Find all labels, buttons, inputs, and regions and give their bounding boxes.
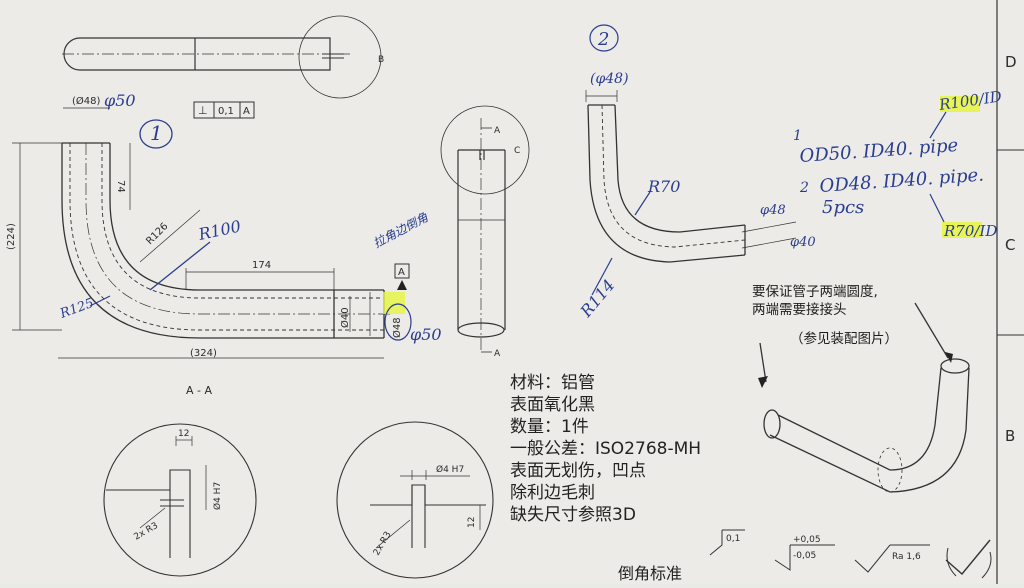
hand-r100-arrow — [149, 241, 211, 291]
tolerance-perp: ⊥ — [198, 104, 208, 117]
part1-marker-circle — [139, 119, 173, 149]
technical-notes: 材料：铝管 表面氧化黑 数量：1件 一般公差：ISO2768-MH 表面无划伤，… — [510, 372, 740, 526]
chamfer-label: 倒角标准 — [618, 564, 683, 583]
section-a-top: A — [494, 126, 501, 136]
dim-dia48: (Ø48) — [72, 95, 100, 107]
hand-r125: R125 — [57, 296, 96, 322]
requirement-line1: 要保证管子两端圆度, — [752, 284, 878, 300]
chamfer-value: 0,1 — [726, 534, 740, 544]
hand-phi50: φ50 — [104, 91, 136, 110]
hand-r70-id: R70/ID — [943, 222, 997, 240]
note-material: 材料：铝管 — [510, 373, 595, 393]
section-a-bottom: A — [494, 349, 501, 359]
hand-arrow-r70 — [929, 193, 945, 223]
note-quantity: 数量：1件 — [510, 417, 589, 437]
tolerance-value: 0,1 — [218, 106, 234, 117]
note-no-scratch: 表面无划伤，凹点 — [510, 461, 646, 481]
tolerance-frame: ⊥ 0,1 A — [193, 101, 255, 119]
detail-b-hole: Ø4 H7 — [212, 482, 223, 510]
dim-324: (324) — [190, 348, 217, 359]
dim-74: 74 — [115, 180, 126, 193]
detail-c-r3: 2x R3 — [372, 530, 394, 557]
note-tolerance: 一般公差：ISO2768-MH — [510, 439, 702, 459]
hand-r100: R100 — [196, 216, 243, 244]
grid-letter-c: C — [1005, 236, 1015, 254]
datum-triangle — [397, 280, 407, 290]
hand-r114-arrow — [591, 257, 613, 296]
hand-phi50b: φ50 — [410, 325, 442, 344]
hand-phi50b-circle — [384, 303, 412, 341]
detail-b — [103, 423, 257, 577]
requirements-text: 要保证管子两端圆度, 两端需要接接头 — [752, 283, 878, 319]
hand-arrow-r100 — [929, 111, 947, 139]
highlight-dia48 — [383, 292, 405, 314]
requirement-ref: （参见装配图片） — [790, 331, 898, 347]
tube-3d-sketch — [758, 302, 970, 493]
dim-dia48b: Ø48 — [391, 317, 403, 338]
detail-c-12: 12 — [467, 517, 477, 528]
footer-symbols — [709, 529, 992, 579]
part2-marker: 2 — [597, 29, 609, 50]
requirement-line2: 两端需要接接头 — [752, 302, 847, 318]
hand-dim48: (φ48) — [590, 71, 629, 87]
tolerance-datum: A — [243, 106, 250, 117]
highlight-r100 — [940, 96, 980, 112]
hand-phi40: φ40 — [790, 235, 816, 250]
note-surface: 表面氧化黑 — [510, 395, 595, 415]
tol-plus: +0,05 — [793, 535, 821, 545]
bent-tube-part1 — [12, 107, 390, 359]
detail-c-label: C — [514, 146, 520, 156]
highlight-r70 — [942, 222, 982, 238]
dim-224: (224) — [6, 223, 17, 250]
part1-marker: 1 — [150, 121, 163, 145]
datum-a: A — [398, 267, 405, 278]
detail-c — [336, 421, 494, 579]
side-view — [440, 105, 530, 353]
spec-marker-2: 2 — [799, 180, 809, 196]
dim-r126: R126 — [144, 221, 170, 247]
note-3d-ref: 缺失尺寸参照3D — [510, 505, 636, 525]
top-view — [62, 15, 382, 99]
hand-phi48: φ48 — [760, 203, 786, 218]
part2-marker-circle — [589, 24, 619, 52]
detail-b-r3: 2x R3 — [133, 521, 160, 543]
grid-letter-b: B — [1005, 427, 1015, 445]
hand-note: 拉角边倒角 — [371, 210, 431, 251]
hand-r70-arrow — [634, 191, 651, 216]
spec-line1: OD50. ID40. pipe — [799, 135, 959, 167]
datum-a-box — [394, 263, 410, 279]
hand-r114: R114 — [576, 276, 619, 322]
bent-tube-part2 — [585, 90, 797, 263]
spec-line2: OD48. ID40. pipe. — [819, 165, 985, 197]
section-title: A - A — [186, 384, 212, 397]
detail-c-hole: Ø4 H7 — [436, 464, 464, 475]
detail-b-label: B — [378, 55, 384, 65]
hand-r70: R70 — [647, 177, 680, 196]
grid-letter-d: D — [1005, 53, 1017, 71]
dim-dia40: Ø40 — [339, 307, 351, 328]
dim-174: 174 — [252, 260, 271, 271]
spec-marker-1: 1 — [793, 128, 802, 144]
spec-line3: 5pcs — [822, 197, 864, 218]
note-deburr: 除利边毛刺 — [510, 483, 595, 503]
detail-b-12: 12 — [178, 429, 189, 439]
hand-r125-arrow — [89, 295, 111, 307]
roughness: Ra 1,6 — [892, 552, 921, 562]
tol-minus: -0,05 — [793, 551, 816, 561]
